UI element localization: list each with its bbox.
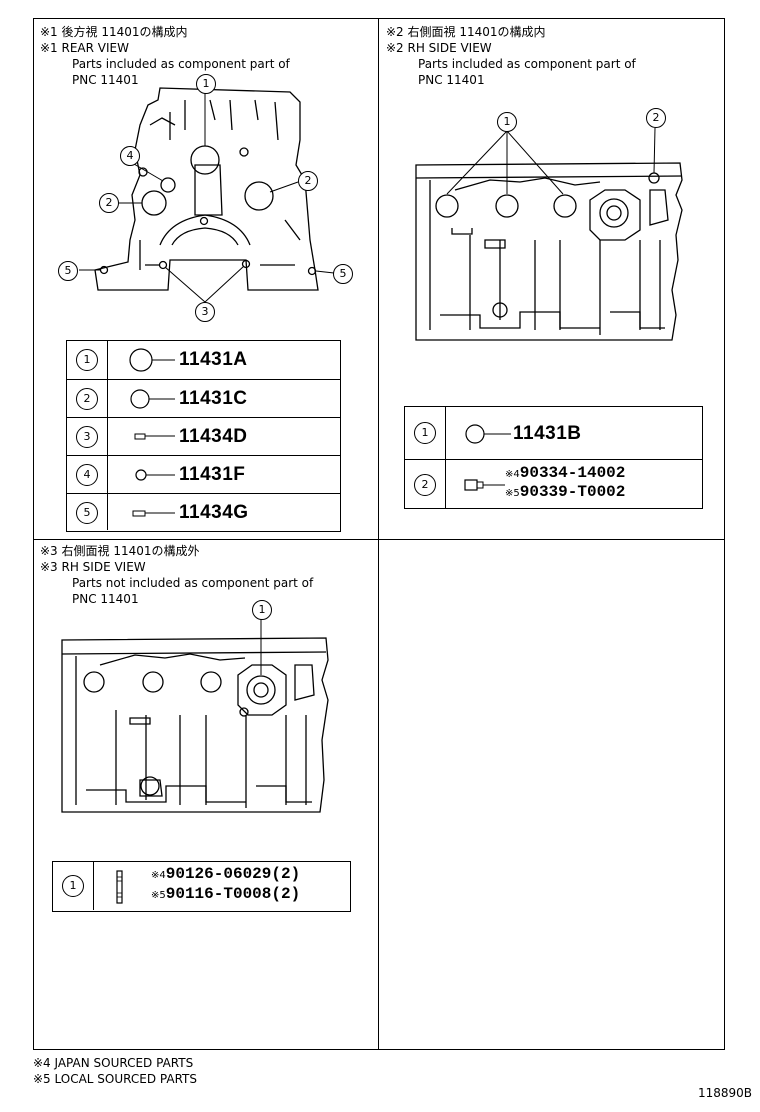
panel1-callout-2a: 2: [99, 193, 119, 213]
panel3-note: Parts not included as component part of: [72, 576, 314, 590]
document-id: 118890B: [697, 1086, 752, 1100]
panel2-title-jp: ※2 右側面視 11401の構成内: [386, 25, 546, 39]
panel1-pnc: PNC 11401: [72, 73, 139, 87]
panel1-callout-1: 1: [196, 74, 216, 94]
bolt-icon: [464, 479, 505, 491]
panel1-callout-5b: 5: [333, 264, 353, 284]
part-number-local: ※590339-T0002: [505, 483, 626, 501]
part-number-japan: ※490334-14002: [505, 464, 626, 482]
footnote-local-sourced: ※5 LOCAL SOURCED PARTS: [33, 1072, 197, 1086]
panel1-callout-4: 4: [120, 146, 140, 166]
row-index: 2: [414, 474, 436, 496]
panel1-title-en: ※1 REAR VIEW: [40, 41, 129, 55]
part-number: 11434D: [179, 426, 248, 447]
table-row: 5 11434G: [67, 493, 340, 530]
row-index: 1: [62, 875, 84, 897]
panel3-title-en: ※3 RH SIDE VIEW: [40, 560, 146, 574]
part-number: 11431A: [179, 349, 248, 370]
pin-icon: [132, 510, 175, 517]
panel1-note: Parts included as component part of: [72, 57, 290, 71]
panel1-callout-2b: 2: [298, 171, 318, 191]
table-row: 1 ※490126-06029(2) ※590116-T0008(2): [53, 862, 350, 910]
row-index: 3: [76, 426, 98, 448]
diagram-frame: [33, 18, 725, 1050]
plug-small-icon: [135, 469, 175, 481]
table-row: 1 11431A: [67, 341, 340, 379]
panel2-caption: ※2 右側面視 11401の構成内 ※2 RH SIDE VIEW Parts …: [386, 24, 636, 88]
panel1-title-jp: ※1 後方視 11401の構成内: [40, 25, 188, 39]
part-number-local: ※590116-T0008(2): [151, 885, 301, 903]
part-number: 11431C: [179, 388, 248, 409]
panel3-title-jp: ※3 右側面視 11401の構成外: [40, 544, 200, 558]
panel3-pnc: PNC 11401: [72, 592, 139, 606]
row-index: 4: [76, 464, 98, 486]
part-number-japan: ※490126-06029(2): [151, 865, 301, 883]
panel1-caption: ※1 後方視 11401の構成内 ※1 REAR VIEW Parts incl…: [40, 24, 290, 88]
panel1-parts-table: 1 11431A 2 11431C 3 11434D 4 11431F: [66, 340, 341, 532]
panel3-parts-table: 1 ※490126-06029(2) ※590116-T0008(2): [52, 861, 351, 912]
panel-divider-horizontal: [33, 539, 725, 540]
pin-icon: [134, 433, 175, 440]
panel1-callout-5a: 5: [58, 261, 78, 281]
panel2-callout-2: 2: [646, 108, 666, 128]
row-index: 1: [414, 422, 436, 444]
part-number: 11431B: [513, 423, 582, 444]
panel2-callout-1: 1: [497, 112, 517, 132]
footnote-japan-sourced: ※4 JAPAN SOURCED PARTS: [33, 1056, 194, 1070]
table-row: 4 11431F: [67, 455, 340, 493]
panel3-caption: ※3 右側面視 11401の構成外 ※3 RH SIDE VIEW Parts …: [40, 543, 313, 607]
row-index: 2: [76, 388, 98, 410]
panel1-callout-3: 3: [195, 302, 215, 322]
plug-small-icon: [465, 424, 511, 444]
panel-divider-vertical: [378, 18, 379, 1050]
stud-bolt-icon: [116, 870, 123, 904]
table-row: 3 11434D: [67, 417, 340, 455]
plug-medium-icon: [130, 389, 175, 409]
panel2-pnc: PNC 11401: [418, 73, 485, 87]
part-number: 11431F: [179, 464, 246, 485]
panel2-title-en: ※2 RH SIDE VIEW: [386, 41, 492, 55]
part-number: 11434G: [179, 502, 249, 523]
panel2-note: Parts included as component part of: [418, 57, 636, 71]
table-row: 1 11431B: [405, 407, 702, 459]
panel2-parts-table: 1 11431B 2 ※490334-14002 ※590339-T0002: [404, 406, 703, 509]
table-row: 2 ※490334-14002 ※590339-T0002: [405, 459, 702, 508]
panel3-callout-1: 1: [252, 600, 272, 620]
row-index: 5: [76, 502, 98, 524]
table-row: 2 11431C: [67, 379, 340, 417]
plug-large-icon: [129, 348, 175, 372]
row-index: 1: [76, 349, 98, 371]
